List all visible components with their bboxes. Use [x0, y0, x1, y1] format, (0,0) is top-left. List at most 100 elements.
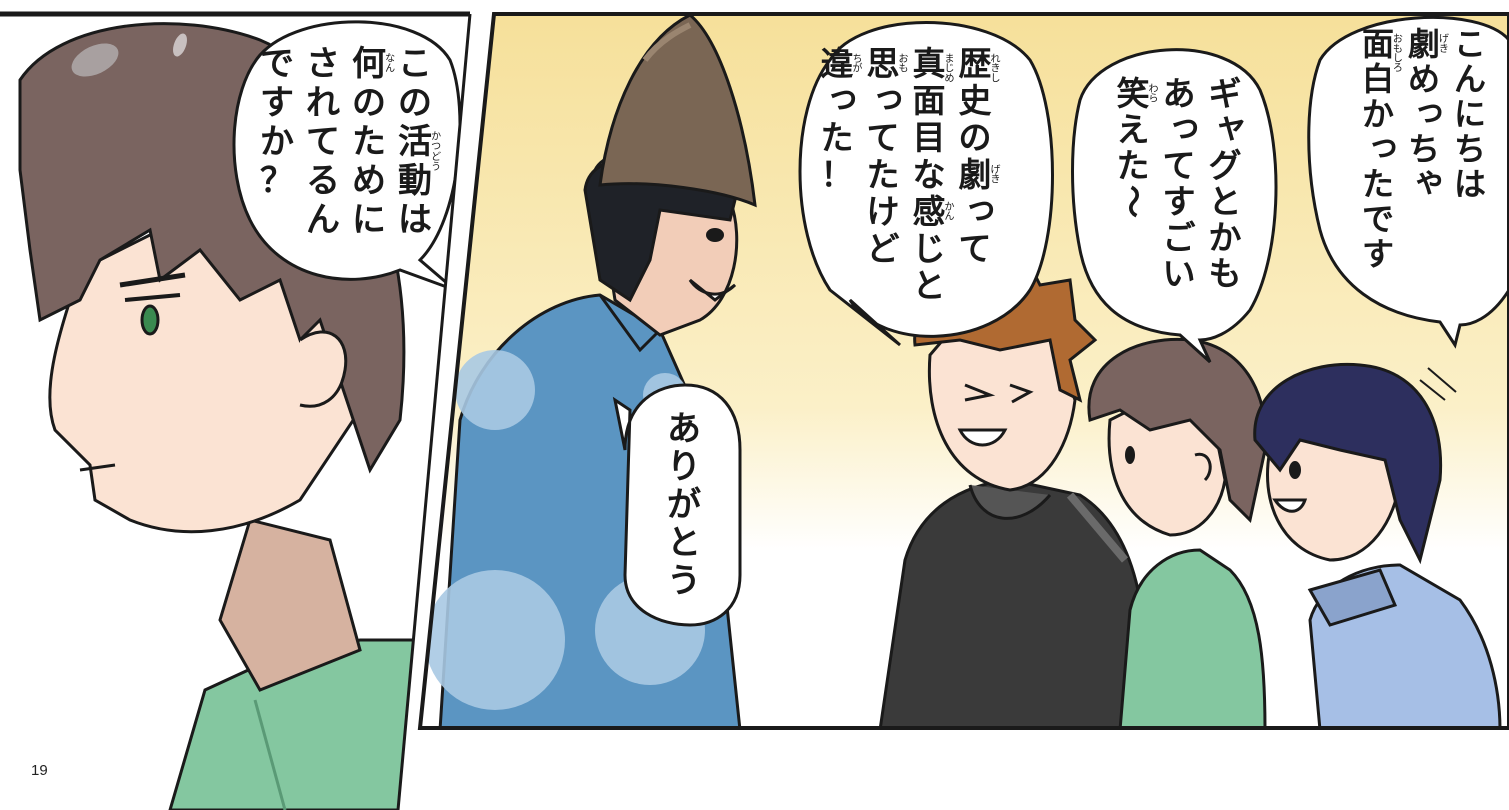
svg-text:め: め: [944, 73, 954, 85]
svg-text:り: り: [667, 447, 701, 487]
svg-text:あ: あ: [1163, 74, 1196, 113]
svg-text:ん: ん: [944, 211, 954, 223]
svg-text:た: た: [867, 155, 900, 194]
svg-text:面: 面: [913, 81, 946, 120]
svg-text:か: か: [431, 130, 441, 142]
furigana: れきし: [990, 53, 1000, 85]
furigana: げき: [990, 164, 1000, 186]
svg-text:か: か: [1362, 95, 1394, 133]
svg-text:っ: っ: [1368, 126, 1400, 164]
svg-text:と: と: [913, 266, 946, 305]
svg-text:わ: わ: [1148, 83, 1158, 95]
svg-text:こ: こ: [1454, 25, 1486, 63]
svg-text:ど: ど: [867, 229, 900, 268]
furigana: かん: [944, 201, 954, 223]
svg-text:っ: っ: [1414, 91, 1446, 129]
svg-text:何: 何: [352, 44, 386, 84]
svg-text:め: め: [1408, 60, 1440, 98]
svg-text:え: え: [1117, 110, 1150, 149]
svg-text:け: け: [867, 192, 900, 231]
svg-text:で: で: [260, 44, 294, 84]
svg-text:活: 活: [398, 122, 432, 162]
svg-text:つ: つ: [431, 142, 441, 153]
svg-text:お: お: [898, 53, 908, 65]
svg-text:た: た: [1117, 146, 1150, 185]
svg-text:は: は: [1454, 165, 1486, 203]
svg-text:面: 面: [1362, 25, 1394, 63]
eboshi-hat: [598, 14, 757, 208]
svg-text:動: 動: [398, 161, 432, 201]
furigana: わら: [1148, 83, 1158, 105]
svg-text:す: す: [1163, 182, 1196, 221]
svg-text:ま: ま: [944, 53, 954, 65]
svg-text:っ: っ: [1168, 106, 1201, 145]
bubble-line: ですか？: [260, 44, 294, 201]
svg-text:の: の: [398, 83, 432, 123]
svg-text:れ: れ: [306, 83, 340, 123]
svg-text:グ: グ: [1209, 146, 1242, 185]
gutter: [398, 10, 494, 810]
svg-text:も: も: [898, 63, 908, 75]
svg-text:き: き: [990, 174, 1000, 186]
svg-text:に: に: [1454, 95, 1486, 133]
svg-text:る: る: [306, 161, 340, 201]
svg-text:は: は: [398, 200, 432, 240]
svg-text:げ: げ: [1439, 33, 1449, 45]
svg-text:あ: あ: [667, 409, 701, 449]
svg-text:れ: れ: [990, 53, 1000, 65]
svg-text:～: ～: [1113, 185, 1152, 218]
svg-text:が: が: [667, 485, 701, 525]
svg-text:も: も: [1209, 254, 1242, 293]
svg-text:じ: じ: [944, 63, 954, 75]
boy-green-shirt: [1087, 337, 1268, 728]
svg-text:て: て: [306, 122, 340, 162]
svg-text:て: て: [867, 118, 900, 157]
face: [927, 318, 1077, 492]
boy-blue-shirt: [1253, 362, 1502, 728]
furigana: なん: [385, 52, 395, 74]
svg-text:と: と: [667, 523, 701, 563]
svg-text:違: 違: [821, 44, 854, 83]
svg-text:っ: っ: [872, 77, 905, 116]
svg-text:な: な: [913, 155, 946, 194]
svg-text:ゃ: ゃ: [1414, 161, 1446, 199]
svg-text:す: す: [1362, 235, 1394, 273]
svg-text:ろ: ろ: [1393, 63, 1403, 74]
svg-text:っ: っ: [964, 188, 997, 227]
svg-text:げ: げ: [990, 164, 1000, 176]
page-number: 19: [31, 762, 48, 779]
svg-text:歴: 歴: [959, 44, 992, 83]
svg-text:笑: 笑: [1117, 74, 1150, 113]
svg-text:す: す: [260, 83, 294, 123]
furigana: げき: [1439, 33, 1449, 55]
svg-text:し: し: [990, 73, 1000, 85]
svg-text:白: 白: [1362, 60, 1394, 98]
svg-text:い: い: [1163, 254, 1196, 293]
svg-text:劇: 劇: [959, 155, 992, 194]
svg-text:ど: ど: [431, 151, 441, 163]
brown-hair: [1087, 337, 1268, 524]
svg-text:も: も: [1393, 43, 1403, 55]
svg-text:て: て: [1163, 146, 1196, 185]
svg-text:？: ？: [260, 161, 294, 201]
svg-text:か: か: [1209, 218, 1242, 257]
svg-text:ん: ん: [306, 200, 340, 240]
svg-text:た: た: [821, 118, 854, 157]
svg-text:さ: さ: [306, 44, 340, 84]
boy-black-shirt: [878, 263, 1147, 728]
svg-text:が: が: [852, 62, 862, 75]
green-shirt: [1118, 548, 1267, 728]
navy-hair: [1253, 362, 1443, 565]
